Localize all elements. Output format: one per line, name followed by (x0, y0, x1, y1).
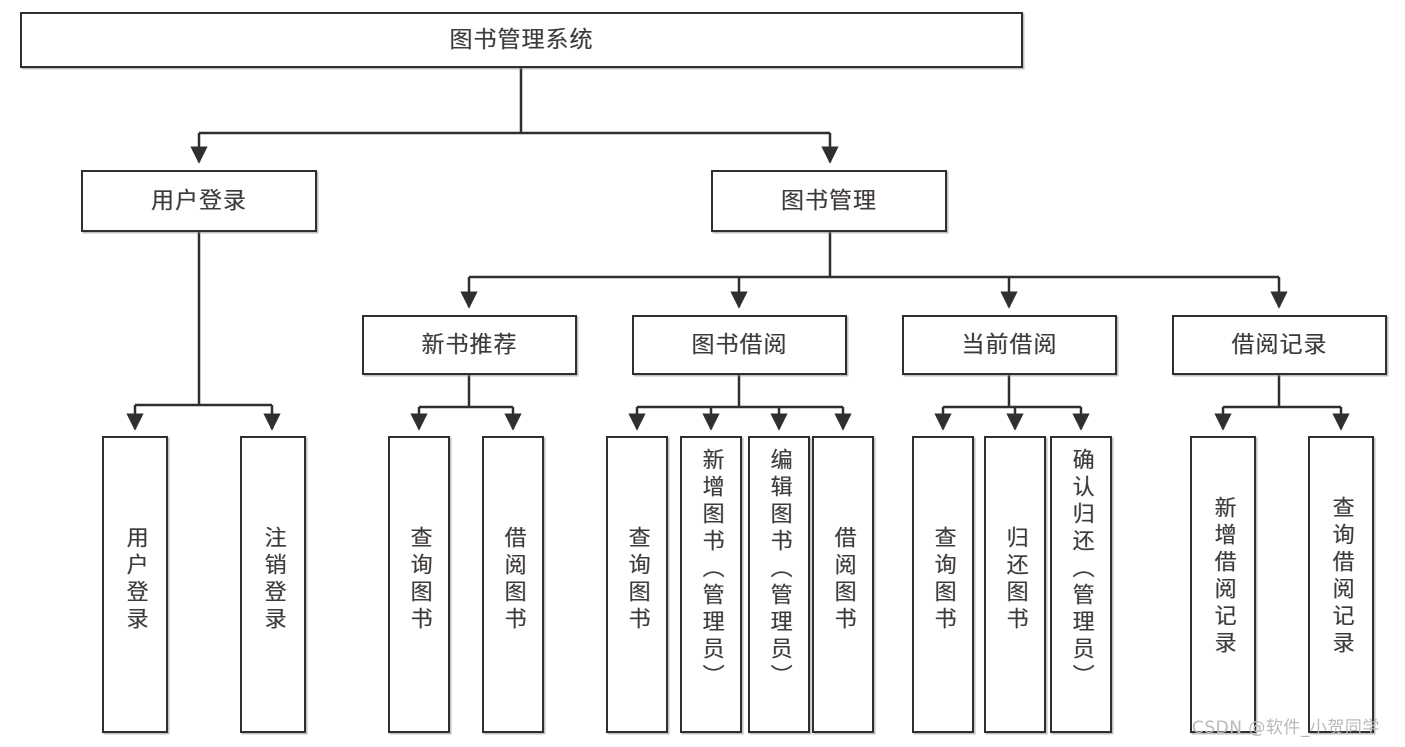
node-book-manage[interactable]: 图书管理 (711, 170, 947, 232)
node-leaf-borrow-book-1-label: 借阅图书 (500, 526, 526, 634)
node-leaf-edit-book[interactable]: 编辑图书（管理员） (748, 436, 810, 733)
node-user-login[interactable]: 用户登录 (81, 170, 317, 232)
node-leaf-query-book-2-label: 查询图书 (624, 526, 650, 634)
node-book-manage-label: 图书管理 (781, 187, 877, 214)
node-leaf-add-book-label: 新增图书（管理员） (698, 448, 724, 691)
node-leaf-query-record-label: 查询借阅记录 (1328, 496, 1354, 658)
node-leaf-query-record[interactable]: 查询借阅记录 (1308, 436, 1374, 733)
node-new-book-rec[interactable]: 新书推荐 (362, 315, 577, 375)
node-book-borrow-label: 图书借阅 (691, 331, 788, 358)
node-leaf-user-logout[interactable]: 注销登录 (240, 436, 306, 733)
node-leaf-confirm-return[interactable]: 确认归还（管理员） (1050, 436, 1112, 733)
node-user-login-label: 用户登录 (151, 187, 247, 214)
node-leaf-add-record[interactable]: 新增借阅记录 (1190, 436, 1256, 733)
node-leaf-query-book-1-label: 查询图书 (406, 526, 432, 634)
node-leaf-add-record-label: 新增借阅记录 (1210, 496, 1236, 658)
node-leaf-query-book-3-label: 查询图书 (930, 526, 956, 634)
watermark-text: CSDN @软件_小贺同学 (1192, 718, 1380, 738)
node-borrow-record[interactable]: 借阅记录 (1172, 315, 1387, 375)
node-leaf-return-book[interactable]: 归还图书 (984, 436, 1046, 733)
node-leaf-borrow-book-1[interactable]: 借阅图书 (482, 436, 544, 733)
node-leaf-confirm-return-label: 确认归还（管理员） (1068, 448, 1094, 691)
node-leaf-borrow-book-2[interactable]: 借阅图书 (812, 436, 874, 733)
node-leaf-query-book-2[interactable]: 查询图书 (606, 436, 668, 733)
node-book-borrow[interactable]: 图书借阅 (632, 315, 847, 375)
node-leaf-query-book-3[interactable]: 查询图书 (912, 436, 974, 733)
node-leaf-borrow-book-2-label: 借阅图书 (830, 526, 856, 634)
node-leaf-user-login-label: 用户登录 (122, 526, 148, 634)
node-leaf-edit-book-label: 编辑图书（管理员） (766, 448, 792, 691)
node-leaf-user-login[interactable]: 用户登录 (102, 436, 168, 733)
node-root[interactable]: 图书管理系统 (20, 12, 1023, 68)
node-leaf-query-book-1[interactable]: 查询图书 (388, 436, 450, 733)
node-current-borrow-label: 当前借阅 (961, 331, 1058, 358)
node-leaf-add-book[interactable]: 新增图书（管理员） (680, 436, 742, 733)
node-leaf-user-logout-label: 注销登录 (260, 526, 286, 634)
node-leaf-return-book-label: 归还图书 (1002, 526, 1028, 634)
node-current-borrow[interactable]: 当前借阅 (902, 315, 1117, 375)
node-root-label: 图书管理系统 (449, 26, 594, 53)
node-borrow-record-label: 借阅记录 (1231, 331, 1328, 358)
node-new-book-rec-label: 新书推荐 (421, 331, 518, 358)
